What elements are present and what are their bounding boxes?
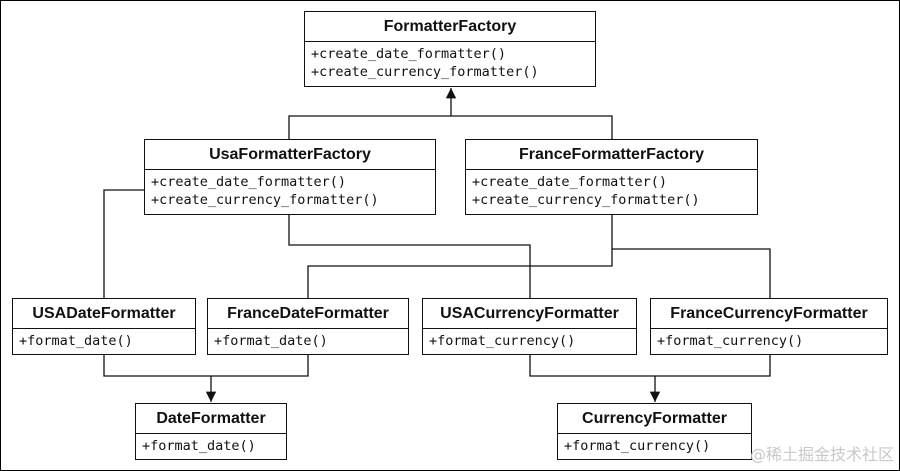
class-name: DateFormatter [136,404,286,434]
watermark-text: @稀土掘金技术社区 [749,445,894,464]
dep-usa-to-usadate [103,189,144,299]
operation: +format_currency() [657,333,804,349]
class-name: FranceFormatterFactory [466,140,757,170]
class-operations: +format_date() [208,329,408,350]
class-operations: +format_date() [136,434,286,455]
class-name: FranceDateFormatter [208,299,408,329]
class-name: FranceCurrencyFormatter [651,299,887,329]
class-name: UsaFormatterFactory [145,140,435,170]
class-operations: +format_currency() [558,434,751,455]
class-operations: +format_date() [13,329,195,350]
class-usa-date-formatter: USADateFormatter +format_date() [12,298,196,355]
operation: +format_currency() [564,438,711,454]
operation: +create_currency_formatter() [311,64,539,80]
class-usa-currency-formatter: USACurrencyFormatter +format_currency() [422,298,637,355]
dep-usa-to-usacurrency [288,214,531,299]
operation: +create_date_formatter() [311,46,507,62]
class-france-formatter-factory: FranceFormatterFactory +create_date_form… [465,139,758,215]
class-name: USACurrencyFormatter [423,299,636,329]
operation: +format_date() [142,438,256,454]
inherit-usa-factory-line [288,115,613,140]
class-name: FormatterFactory [305,12,595,42]
class-operations: +create_date_formatter() +create_currenc… [305,42,595,81]
operation: +create_currency_formatter() [151,192,379,208]
class-currency-formatter: CurrencyFormatter +format_currency() [557,403,752,460]
class-operations: +format_currency() [423,329,636,350]
class-operations: +format_currency() [651,329,887,350]
class-name: CurrencyFormatter [558,404,751,434]
operation: +format_date() [214,333,328,349]
operation: +create_currency_formatter() [472,192,700,208]
inherit-currency-line [529,354,771,377]
class-france-date-formatter: FranceDateFormatter +format_date() [207,298,409,355]
class-france-currency-formatter: FranceCurrencyFormatter +format_currency… [650,298,888,355]
class-name: USADateFormatter [13,299,195,329]
inherit-date-line [103,354,309,377]
operation: +format_date() [19,333,133,349]
class-operations: +create_date_formatter() +create_currenc… [466,170,757,209]
class-usa-formatter-factory: UsaFormatterFactory +create_date_formatt… [144,139,436,215]
operation: +create_date_formatter() [151,174,347,190]
operation: +create_date_formatter() [472,174,668,190]
dep-france-to-francecurrency [612,248,771,299]
dep-france-to-francedate [307,214,613,299]
class-formatter-factory: FormatterFactory +create_date_formatter(… [304,11,596,87]
operation: +format_currency() [429,333,576,349]
class-date-formatter: DateFormatter +format_date() [135,403,287,460]
class-operations: +create_date_formatter() +create_currenc… [145,170,435,209]
